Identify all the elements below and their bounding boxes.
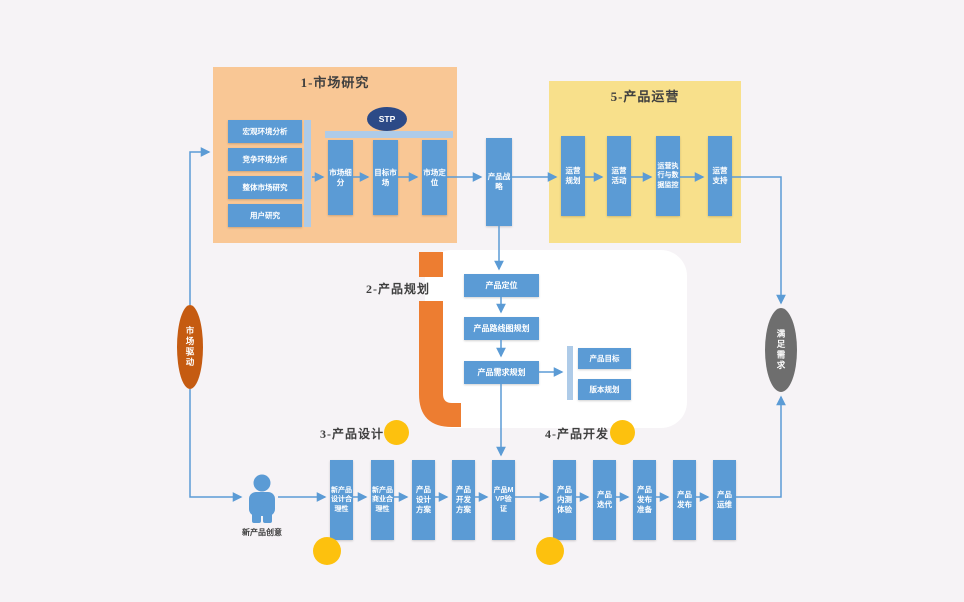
operations-step: 运营规划 (561, 136, 585, 216)
operations-title: 5-产品运营 (610, 89, 680, 104)
planning-step: 产品路线图规划 (464, 317, 539, 340)
product-strategy-bar: 产品战略 (486, 138, 512, 226)
planning-step: 产品定位 (464, 274, 539, 297)
development-review-dot (536, 537, 564, 565)
analysis-item: 竞争环境分析 (228, 148, 302, 171)
planning-accent-square (419, 252, 443, 277)
design-milestone-dot (384, 420, 409, 445)
demand-ellipse: 满足需求 (765, 308, 797, 392)
market-research-region: 1-市场研究 宏观环境分析 竞争环境分析 整体市场研究 用户研究 STP 市场细… (213, 67, 457, 243)
design-step: 产品MVP验证 (492, 460, 515, 540)
stp-step: 市场细分 (328, 140, 353, 215)
development-step: 产品内测体验 (553, 460, 576, 540)
stp-step: 目标市场 (373, 140, 398, 215)
stp-oval: STP (367, 107, 407, 131)
operations-step: 运营执行与数据监控 (656, 136, 680, 216)
market-research-title: 1-市场研究 (300, 75, 370, 90)
operations-region: 5-产品运营 运营规划 运营活动 运营执行与数据监控 运营支持 (549, 81, 741, 243)
design-step: 新产品设计合理性 (330, 460, 353, 540)
analysis-item: 宏观环境分析 (228, 120, 302, 143)
items-group-bar (304, 120, 311, 227)
stp-step: 市场定位 (422, 140, 447, 215)
side-group-bar (567, 346, 573, 400)
planning-side-item: 产品目标 (578, 348, 631, 369)
development-step: 产品发布 (673, 460, 696, 540)
planning-side-item: 版本规划 (578, 379, 631, 400)
development-title: 4-产品开发 (545, 427, 609, 441)
design-review-dot (313, 537, 341, 565)
analysis-item: 整体市场研究 (228, 176, 302, 199)
planning-step: 产品需求规划 (464, 361, 539, 384)
design-step: 新产品商业合理性 (371, 460, 394, 540)
design-step: 产品开发方案 (452, 460, 475, 540)
analysis-item: 用户研究 (228, 204, 302, 227)
development-step: 产品发布准备 (633, 460, 656, 540)
design-title: 3-产品设计 (320, 427, 384, 441)
development-step: 产品运维 (713, 460, 736, 540)
design-step: 产品设计方案 (412, 460, 435, 540)
idea-label: 新产品创意 (242, 528, 282, 537)
development-step: 产品迭代 (593, 460, 616, 540)
planning-title: 2-产品规划 (366, 282, 430, 296)
development-milestone-dot (610, 420, 635, 445)
operations-step: 运营活动 (607, 136, 631, 216)
operations-step: 运营支持 (708, 136, 732, 216)
stp-span-bar (325, 131, 453, 138)
market-driver-ellipse: 市场驱动 (177, 305, 203, 389)
person-icon (249, 474, 275, 523)
